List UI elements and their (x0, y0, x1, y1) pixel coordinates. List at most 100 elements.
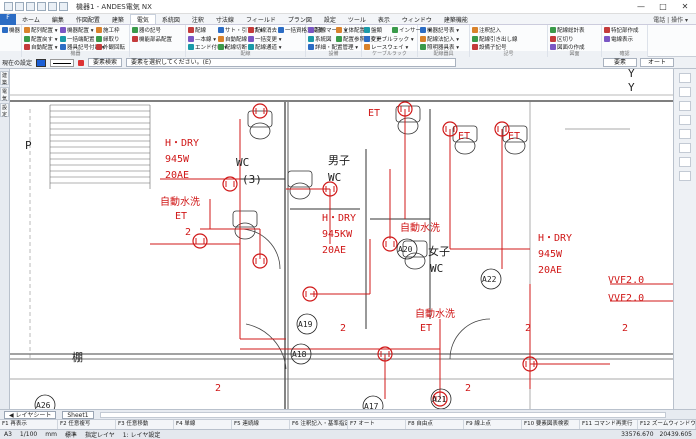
function-key-10[interactable]: F10 要素図表検索 (522, 420, 580, 429)
menu-item-7[interactable]: 寸法線 (215, 16, 234, 24)
ribbon-button[interactable]: 注釈記入 (472, 26, 501, 34)
left-tab-electric[interactable]: 電気 (0, 87, 9, 102)
ribbon-button[interactable]: 一括変更 ▾ (248, 35, 282, 43)
color-swatch[interactable] (36, 58, 47, 67)
ribbon-button[interactable]: 配線 (188, 26, 206, 34)
ribbon-button[interactable]: 配線通道 ▾ (248, 43, 282, 51)
ribbon-button[interactable]: 立体配置 (336, 26, 365, 34)
pan-icon[interactable] (679, 101, 691, 111)
minimize-button[interactable]: — (637, 2, 645, 11)
grid-icon[interactable] (679, 143, 691, 153)
ribbon-button[interactable]: 照明器具表 ▾ (420, 43, 459, 51)
scale[interactable]: 1/100 (19, 431, 38, 438)
close-button[interactable]: ✕ (681, 2, 689, 11)
menu-item-1[interactable]: 編集 (51, 16, 64, 24)
ribbon-button[interactable]: 図面の作成 (550, 43, 585, 51)
menu-item-5[interactable]: 系統図 (161, 16, 180, 24)
ribbon-button[interactable]: 施工枠 (96, 26, 120, 34)
function-key-4[interactable]: F4 単線 (174, 420, 232, 429)
ribbon-button[interactable]: サト・引下げ ▾ (218, 26, 263, 34)
ribbon-button[interactable]: 機器配置 ▾ (60, 26, 94, 34)
open-file-icon[interactable] (15, 2, 24, 11)
ribbon-button[interactable]: インサート ▾ (392, 26, 431, 34)
ribbon-button[interactable]: 外観回転 (96, 43, 125, 51)
menu-item-8[interactable]: フィールド (245, 16, 276, 24)
line-type-selector[interactable] (50, 58, 75, 67)
save-icon[interactable] (26, 2, 35, 11)
function-key-11[interactable]: F11 コマンド再実行 (580, 420, 638, 429)
fit-icon[interactable] (679, 115, 691, 125)
measure-icon[interactable] (679, 129, 691, 139)
ribbon-button[interactable]: 区切り (550, 35, 574, 43)
ribbon-button[interactable]: 盤類 (364, 26, 382, 34)
menu-item-14[interactable]: 建築機能 (443, 16, 468, 24)
function-key-12[interactable]: F12 ズームウィンドウ (640, 420, 696, 429)
menu-item-12[interactable]: 表示 (377, 16, 390, 24)
standard-mode[interactable]: 標準 (64, 432, 77, 439)
ribbon-button[interactable]: 詳細・配置管理 ▾ (308, 43, 358, 51)
function-key-1[interactable]: F1 再表示 (0, 420, 58, 429)
sheet1-tab[interactable]: Sheet1 (62, 410, 94, 419)
ribbon-button[interactable]: 特記部作成 (604, 26, 639, 34)
ribbon-button[interactable]: 機器 (2, 26, 20, 34)
ribbon-button[interactable]: 縁取り (96, 35, 120, 43)
auto-dropdown[interactable]: オート (640, 58, 674, 67)
zoom-out-icon[interactable] (679, 87, 691, 97)
zoom-in-icon[interactable] (679, 73, 691, 83)
menu-item-10[interactable]: 設定 (323, 16, 336, 24)
ribbon-button[interactable]: 自動配置 ▾ (24, 43, 58, 51)
menu-item-13[interactable]: ウィンドウ (401, 16, 432, 24)
menu-item-4[interactable]: 電気 (129, 14, 156, 24)
ribbon-button[interactable]: 配置参照図変更 (336, 35, 382, 43)
menu-item-0[interactable]: ホーム (22, 16, 40, 24)
file-menu-button[interactable]: F (0, 13, 16, 25)
ribbon-button[interactable]: 器具記号付け ▾ (60, 43, 105, 51)
pen-icon[interactable] (78, 59, 85, 66)
menu-item-9[interactable]: プラン図 (287, 16, 312, 24)
ribbon-button[interactable]: 機器記号表 ▾ (420, 26, 459, 34)
ribbon-button[interactable]: 配線切断 ▾ (218, 43, 252, 51)
ribbon-button[interactable]: 配線法記入 ▾ (420, 35, 459, 43)
ribbon-button[interactable]: エンド付け ▾ (188, 43, 227, 51)
menu-item-2[interactable]: 作図配置 (75, 16, 100, 24)
ribbon-button[interactable]: —本線 ▾ (188, 35, 216, 43)
function-key-7[interactable]: F7 オート (348, 420, 406, 429)
ribbon-button[interactable]: 配置戻す ▾ (24, 35, 58, 43)
layer-icon[interactable] (679, 171, 691, 181)
ribbon-button[interactable]: レースウェイ ▾ (364, 43, 408, 51)
function-key-3[interactable]: F3 任意移動 (116, 420, 174, 429)
ribbon-button[interactable]: 器の記号 (132, 26, 161, 34)
redo-icon[interactable] (59, 2, 68, 11)
ribbon-button[interactable]: 配線総計表 (550, 26, 585, 34)
horizontal-scrollbar[interactable] (99, 411, 666, 418)
function-key-8[interactable]: F8 自由点 (406, 420, 464, 429)
ribbon-button[interactable]: 自動配線 ▾ (218, 35, 252, 43)
menu-item-11[interactable]: ツール (347, 16, 366, 24)
layer-sheet-tab[interactable]: ◀ レイヤシート (4, 410, 57, 419)
function-key-5[interactable]: F5 連続線 (232, 420, 290, 429)
ribbon-button[interactable]: 配線マーク ▾ (308, 26, 347, 34)
ribbon-button[interactable]: 系統図 (308, 35, 332, 43)
ribbon-button[interactable]: 配線引き出し線 (472, 35, 518, 43)
element-search-button[interactable]: 要素検索 (88, 58, 123, 67)
function-key-6[interactable]: F6 注釈記入・基準指定 (292, 420, 348, 429)
ribbon-button[interactable]: ケーブルラック ▾ (364, 35, 414, 43)
ribbon-button[interactable]: 一括端配置 ▾ (60, 35, 99, 43)
left-tab-architecture[interactable]: 建築 (0, 71, 9, 86)
menu-right-info[interactable]: 電話 | 操作 ▾ (653, 16, 688, 24)
ribbon-button[interactable]: 設備子記号 (472, 43, 507, 51)
undo-icon[interactable] (48, 2, 57, 11)
maximize-button[interactable]: □ (659, 2, 667, 11)
ribbon-button[interactable]: 機能部品配置 (132, 35, 172, 43)
print-icon[interactable] (37, 2, 46, 11)
snap-icon[interactable] (679, 157, 691, 167)
function-key-2[interactable]: F2 任意複写 (58, 420, 116, 429)
function-key-9[interactable]: F9 線上点 (464, 420, 522, 429)
ribbon-button[interactable]: 配列配置 ▾ (24, 26, 58, 34)
menu-item-6[interactable]: 注釈 (191, 16, 204, 24)
left-tab-settings[interactable]: 設定 (0, 103, 9, 118)
new-file-icon[interactable] (4, 2, 13, 11)
ribbon-button[interactable]: 一括資格法変更 (278, 26, 324, 34)
